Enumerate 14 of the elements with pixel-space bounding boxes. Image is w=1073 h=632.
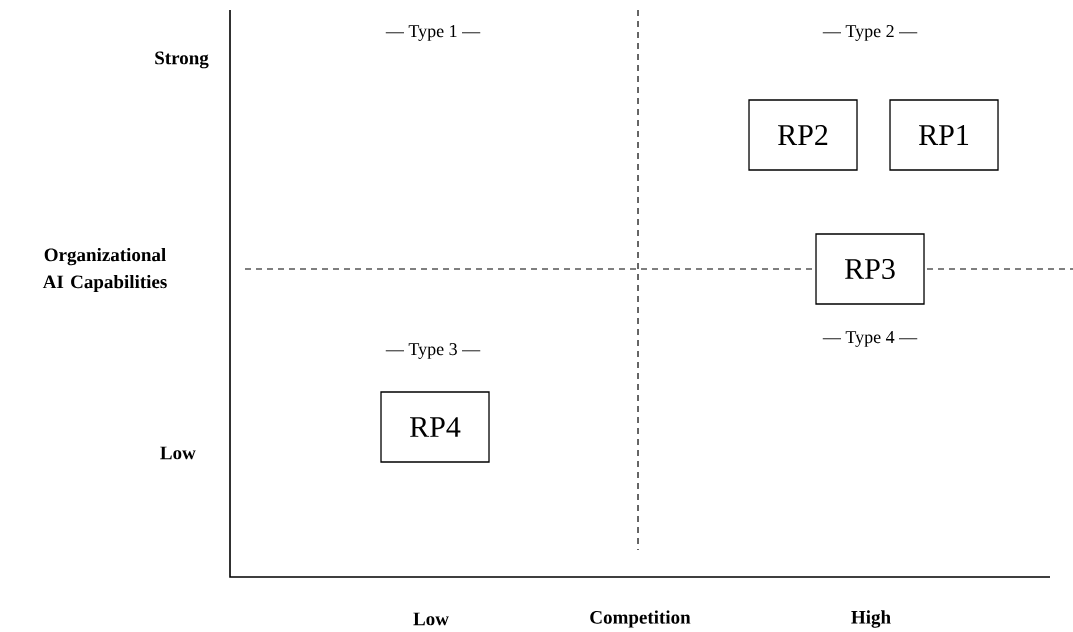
quadrant-label: — Type 4 — (822, 331, 918, 347)
axis-label: Strong (155, 51, 209, 69)
rp-box: RP4 (380, 391, 490, 463)
rp-box: RP2 (748, 99, 858, 171)
rp-box: RP1 (889, 99, 999, 171)
axis-label: Low (413, 612, 449, 626)
axis-label: Low (160, 446, 196, 460)
quadrant-label: — Type 3 — (385, 343, 481, 359)
axis-title: Competition (590, 610, 691, 628)
quadrant-label: — Type 1 — (385, 25, 481, 41)
axis-label: High (851, 610, 891, 628)
rp-box: RP3 (815, 233, 925, 305)
quadrant-label: — Type 2 — (822, 25, 918, 41)
axis-title: Organizational AI Capabilities (42, 247, 167, 293)
